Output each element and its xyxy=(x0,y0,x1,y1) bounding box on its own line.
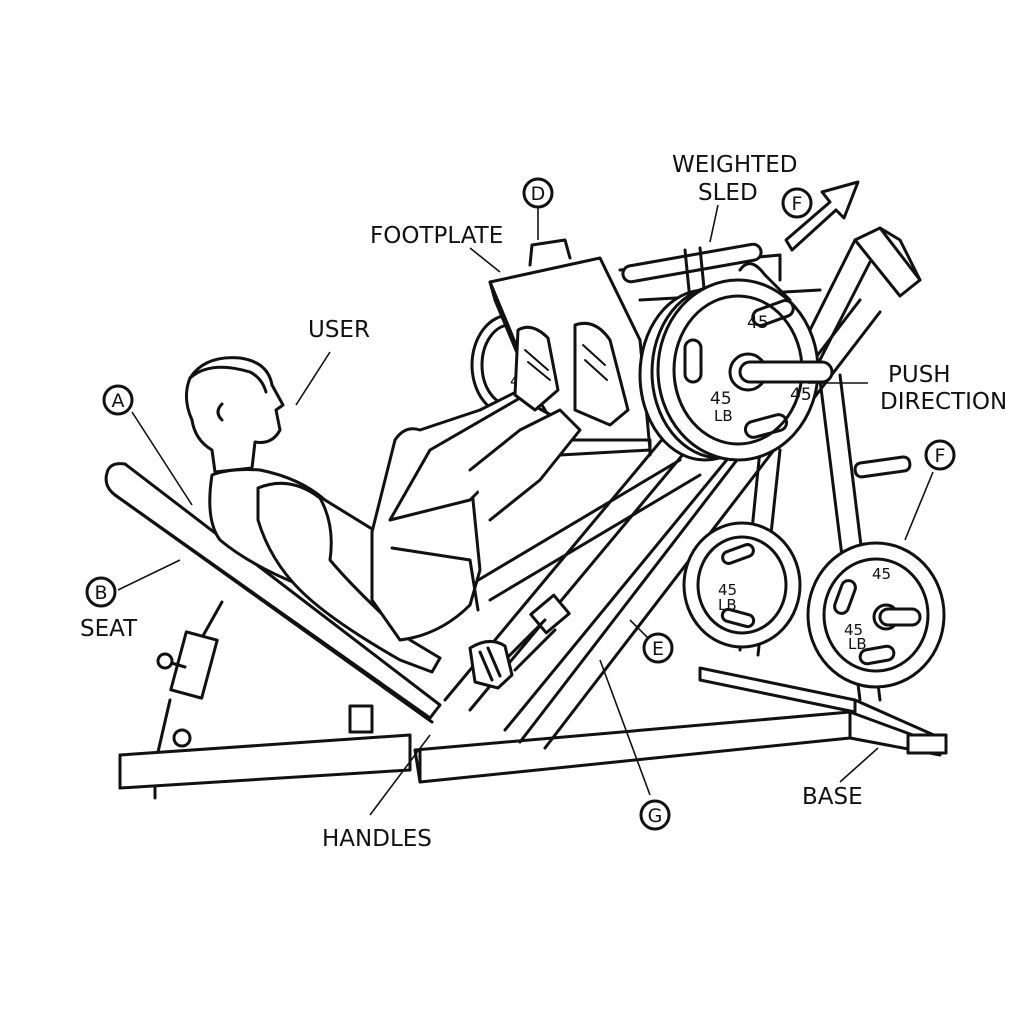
push-arrow-icon xyxy=(784,180,860,252)
label-seat: SEAT xyxy=(80,616,138,642)
svg-text:G: G xyxy=(648,805,663,827)
label-push: PUSH xyxy=(888,362,951,388)
rack-lower-top-label: 45 xyxy=(872,565,891,583)
svg-text:F: F xyxy=(792,193,803,215)
main-plate-right-label: 45 xyxy=(790,385,812,405)
main-plate-lower-unit: LB xyxy=(714,407,733,425)
marker-b: B xyxy=(85,576,117,608)
leader-lines xyxy=(117,204,934,816)
marker-g: G xyxy=(639,799,671,831)
label-user: USER xyxy=(308,317,370,343)
svg-text:D: D xyxy=(531,183,546,205)
rack-plate-lower: 45 45 LB xyxy=(806,541,946,689)
rack-upper-unit: LB xyxy=(718,596,737,614)
sled-rails xyxy=(443,298,882,750)
marker-d: D xyxy=(522,177,554,209)
seat xyxy=(104,462,442,754)
svg-text:F: F xyxy=(935,445,946,467)
rack-lower-unit: LB xyxy=(848,635,867,653)
marker-f-right: F xyxy=(924,439,956,471)
marker-a: A xyxy=(102,384,134,416)
marker-f-top: F xyxy=(781,187,813,219)
main-plate-top-label: 45 xyxy=(747,313,769,333)
label-sled: SLED xyxy=(698,180,758,206)
label-weighted: WEIGHTED xyxy=(672,152,797,178)
marker-e: E xyxy=(642,632,674,664)
rack-plate-upper: 45 LB xyxy=(682,521,802,649)
main-plate-lower-label: 45 xyxy=(710,389,732,409)
label-handles: HANDLES xyxy=(322,826,432,852)
label-base: BASE xyxy=(802,784,863,810)
main-plate-stack: 45 45 LB 45 xyxy=(638,278,834,462)
label-direction: DIRECTION xyxy=(880,389,1007,415)
user-figure xyxy=(185,321,630,690)
svg-text:A: A xyxy=(112,390,125,412)
rack-upper-label: 45 xyxy=(718,581,737,599)
rack-lower-mid-label: 45 xyxy=(844,621,863,639)
svg-text:E: E xyxy=(652,638,664,660)
label-footplate: FOOTPLATE xyxy=(370,223,503,249)
base-frame xyxy=(118,666,948,800)
svg-text:B: B xyxy=(94,582,107,604)
